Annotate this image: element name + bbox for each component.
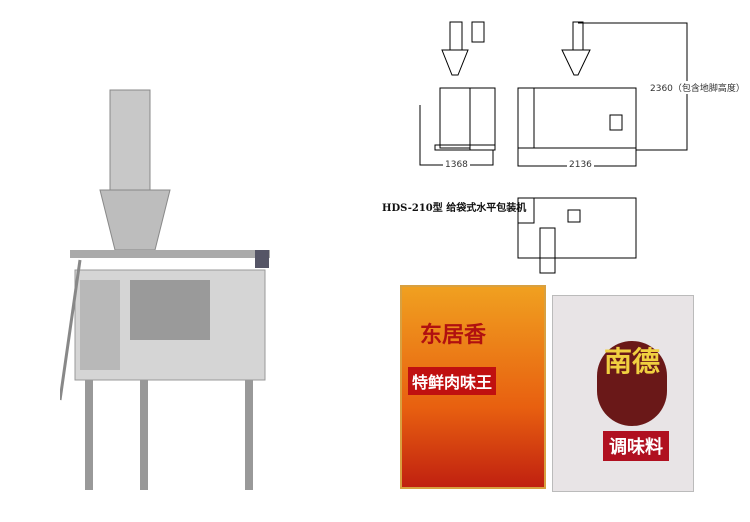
bag-brand: 东居香 <box>420 322 487 348</box>
packaging-machine-photo <box>60 89 270 490</box>
height-dimension: 2360（包含地脚高度） <box>648 81 747 94</box>
bag-name: 特鲜肉味王 <box>408 367 497 395</box>
model-label: HDS-210型 给袋式水平包装机 <box>382 203 527 214</box>
seasoning-bag-1: 东居香 特鲜肉味王 <box>400 285 546 489</box>
bag-brand: 南德 <box>597 341 667 426</box>
front-width-dimension: 2136 <box>567 160 594 170</box>
bag-name: 调味料 <box>603 431 669 461</box>
seasoning-bag-2: 南德 调味料 <box>552 295 694 492</box>
side-width-dimension: 1368 <box>443 160 470 170</box>
technical-drawing <box>419 21 688 274</box>
